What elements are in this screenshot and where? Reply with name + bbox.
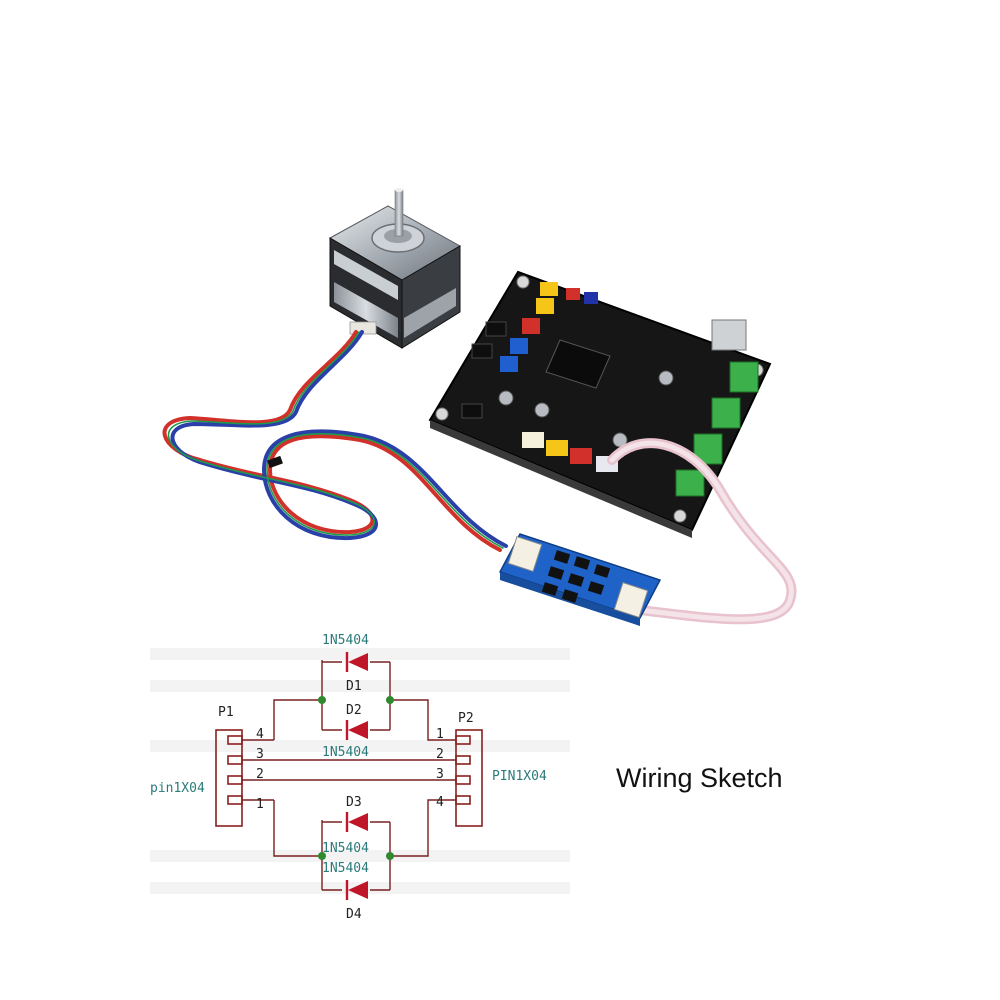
p2-pin-4: 4: [436, 795, 444, 810]
diode-d4-symbol: [345, 880, 368, 900]
d4-ref-label: D4: [346, 907, 362, 922]
p2-pin-3: 3: [436, 767, 444, 782]
p1-pin-1: 1: [256, 797, 264, 812]
p2-value-label: PIN1X04: [492, 769, 547, 784]
p2-pin-1: 1: [436, 727, 444, 742]
d2-ref-label: D2: [346, 703, 362, 718]
p1-value-label: pin1X04: [150, 781, 205, 796]
driver-module: [498, 533, 662, 626]
stepper-motor: [328, 188, 462, 349]
p1-pin-4: 4: [256, 727, 264, 742]
d3-ref-label: D3: [346, 795, 362, 810]
motor-cable: [162, 330, 508, 552]
p1-pin-2: 2: [256, 767, 264, 782]
d1-part-label: 1N5404: [322, 633, 369, 648]
wiring-schematic: 1N5404 D1 D2 1N5404 D3 1N5404 1N5404 D4 …: [150, 633, 570, 922]
ribbon-cable: [607, 438, 797, 625]
diode-d2-symbol: [345, 720, 368, 740]
wiring-sketch-caption: Wiring Sketch: [616, 763, 783, 793]
p1-ref-label: P1: [218, 705, 234, 720]
controller-board: [428, 270, 772, 538]
diode-d3-symbol: [345, 812, 368, 832]
p1-pin-3: 3: [256, 747, 264, 762]
junction-dots: [318, 696, 394, 860]
schematic-watermark: [150, 648, 570, 894]
p2-pin-2: 2: [436, 747, 444, 762]
d1-ref-label: D1: [346, 679, 362, 694]
d4-part-label: 1N5404: [322, 861, 369, 876]
diode-d1-symbol: [345, 652, 368, 672]
p2-ref-label: P2: [458, 711, 474, 726]
d2-part-label: 1N5404: [322, 745, 369, 760]
d3-part-label: 1N5404: [322, 841, 369, 856]
